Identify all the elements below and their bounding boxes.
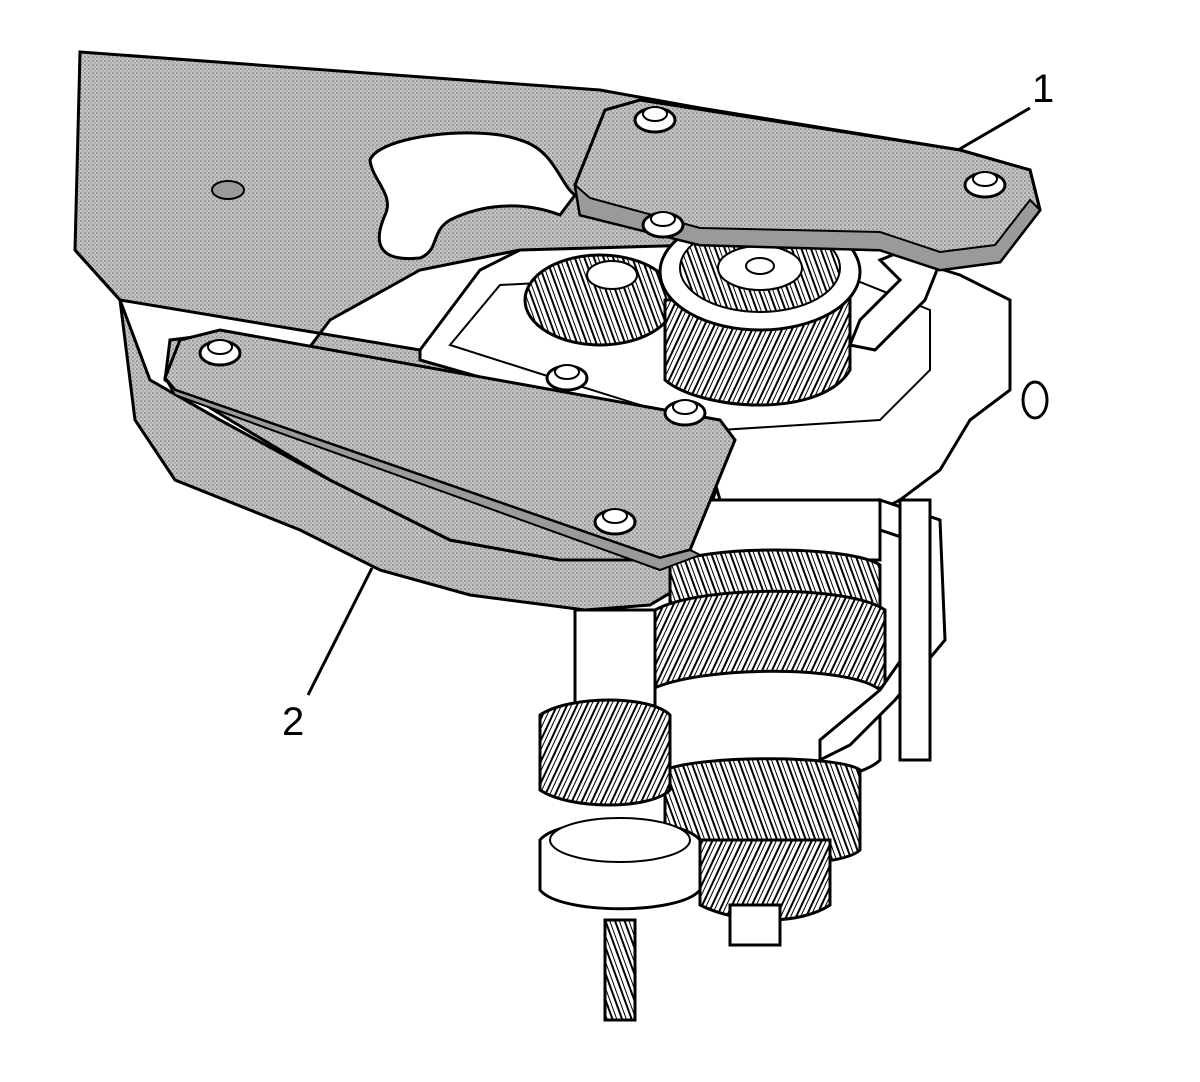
bolt-icon — [593, 508, 637, 536]
support-plate-upper — [573, 98, 1042, 272]
bolt-icon — [663, 399, 707, 427]
support-plate-2-edge — [164, 377, 703, 572]
callout-2-label: 2 — [282, 700, 304, 744]
shaft-bore — [745, 257, 775, 275]
bolt-icon — [633, 106, 677, 134]
fixture-hole — [211, 180, 245, 200]
callout-2: 2 — [282, 567, 374, 744]
bolt-icon — [641, 211, 685, 239]
output-bearing — [549, 817, 691, 863]
bolt-icon — [963, 171, 1007, 199]
callout-2-leader — [306, 567, 374, 696]
mainshaft-end — [728, 903, 782, 947]
support-plate-1-edge — [573, 182, 1042, 272]
bolt-icon — [545, 364, 589, 392]
case-plug — [1021, 380, 1049, 420]
callout-1-label: 1 — [1032, 67, 1054, 111]
bolt-icon — [198, 339, 242, 367]
fixture-bolts — [198, 106, 1007, 536]
transmission-assembly — [418, 212, 1049, 1022]
shift-rail — [898, 498, 932, 762]
holding-fixture-cutout — [368, 131, 578, 261]
countershaft-hub — [586, 260, 638, 290]
output-shaft-spline — [603, 918, 637, 1022]
callout-1: 1 — [957, 67, 1054, 152]
callout-1-leader — [957, 106, 1031, 152]
countershaft-lower-gear — [538, 698, 672, 807]
support-plate-lower — [163, 328, 737, 572]
